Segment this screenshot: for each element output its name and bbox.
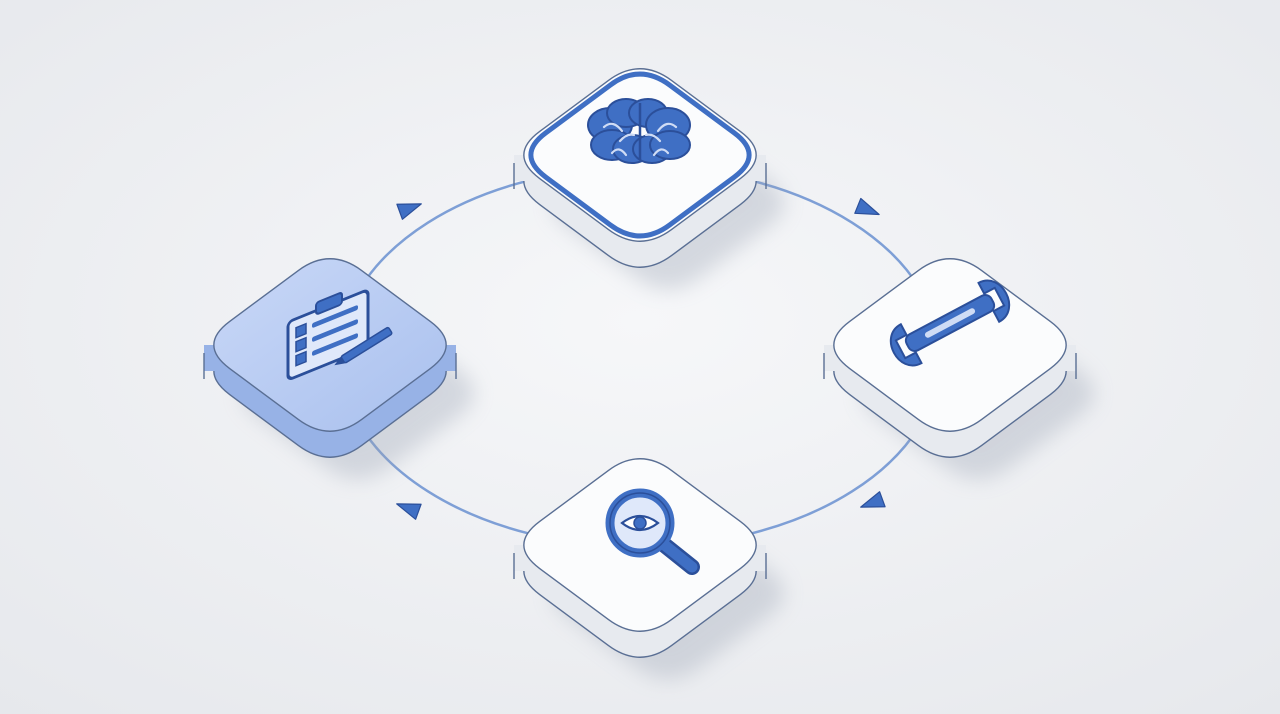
brain-icon <box>587 98 691 164</box>
node-plan <box>203 258 475 480</box>
node-think <box>513 68 785 290</box>
flow-arrow-plan-to-think <box>396 203 422 220</box>
magnifier-eye-icon <box>605 488 700 575</box>
node-act <box>823 258 1095 480</box>
flow-arrow-observe-to-plan <box>396 503 422 520</box>
node-observe <box>513 458 785 680</box>
wrench-icon <box>889 279 1011 367</box>
clipboard-checklist-icon <box>286 289 393 380</box>
flow-arrow-act-to-observe <box>860 491 886 508</box>
flow-arrow-think-to-act <box>854 197 880 216</box>
